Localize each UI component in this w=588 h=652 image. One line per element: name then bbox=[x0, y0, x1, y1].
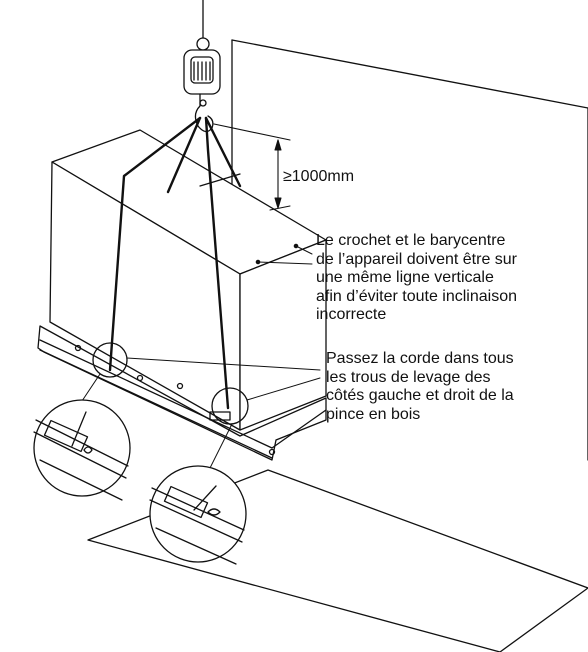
detail-view-left bbox=[33, 399, 131, 501]
note-1-leaders bbox=[255, 243, 313, 265]
wooden-pallet bbox=[37, 325, 327, 461]
center-of-gravity-note: Le crochet et le barycentre de l’apparei… bbox=[316, 232, 518, 323]
note-2-leaders bbox=[75, 357, 321, 469]
detail-circles bbox=[92, 342, 249, 425]
detail-view-right bbox=[149, 465, 247, 565]
lifting-ropes bbox=[108, 116, 242, 410]
crane-hook-icon bbox=[183, 0, 221, 133]
height-dimension bbox=[213, 123, 291, 211]
appliance bbox=[49, 129, 327, 431]
dimension-label: ≥1000mm bbox=[283, 168, 355, 185]
rope-holes-note: Passez la corde dans tous les trous de l… bbox=[326, 350, 514, 423]
